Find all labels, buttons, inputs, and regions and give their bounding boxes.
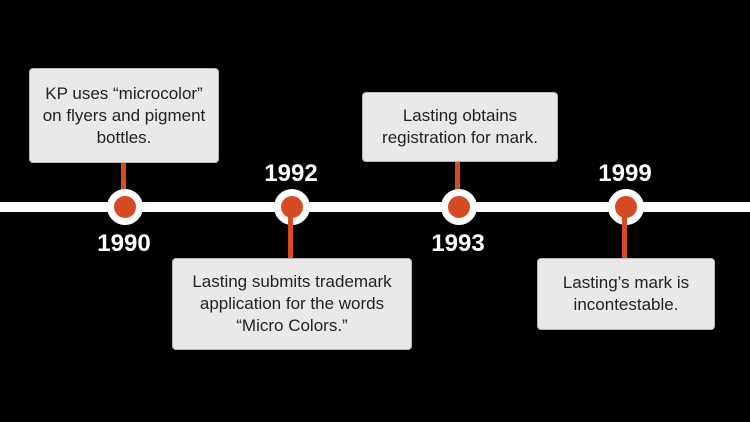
timeline-line (0, 202, 750, 212)
event-year: 1993 (431, 230, 485, 257)
event-year: 1992 (264, 160, 318, 187)
event-card: Lasting submits trademark application fo… (172, 258, 412, 350)
event-text-line: KP uses “microcolor” (45, 83, 203, 103)
timeline-node (441, 189, 477, 225)
event-card: KP uses “microcolor” on flyers and pigme… (29, 68, 219, 163)
event-text-line: application for the words (199, 294, 385, 313)
event-text-line: Lasting’s mark is (562, 273, 690, 292)
event-text-line: “Micro Colors.” (236, 316, 348, 335)
connector-line (288, 215, 293, 259)
event-text-line: registration for mark. (382, 128, 538, 147)
connector-line (622, 215, 627, 259)
event-text-line: Lasting obtains (402, 106, 518, 125)
event-text-line: bottles. (96, 127, 152, 147)
timeline-node (107, 189, 143, 225)
event-text-line: Lasting submits trademark (192, 272, 392, 291)
event-year: 1990 (97, 230, 151, 257)
event-text-line: on flyers and pigment (42, 105, 206, 125)
event-year: 1999 (598, 160, 652, 187)
connector-line (121, 163, 126, 199)
event-card: Lasting obtains registration for mark. (362, 92, 558, 162)
event-text-line: incontestable. (573, 295, 679, 314)
event-card: Lasting’s mark is incontestable. (537, 258, 715, 330)
connector-line (455, 162, 460, 199)
